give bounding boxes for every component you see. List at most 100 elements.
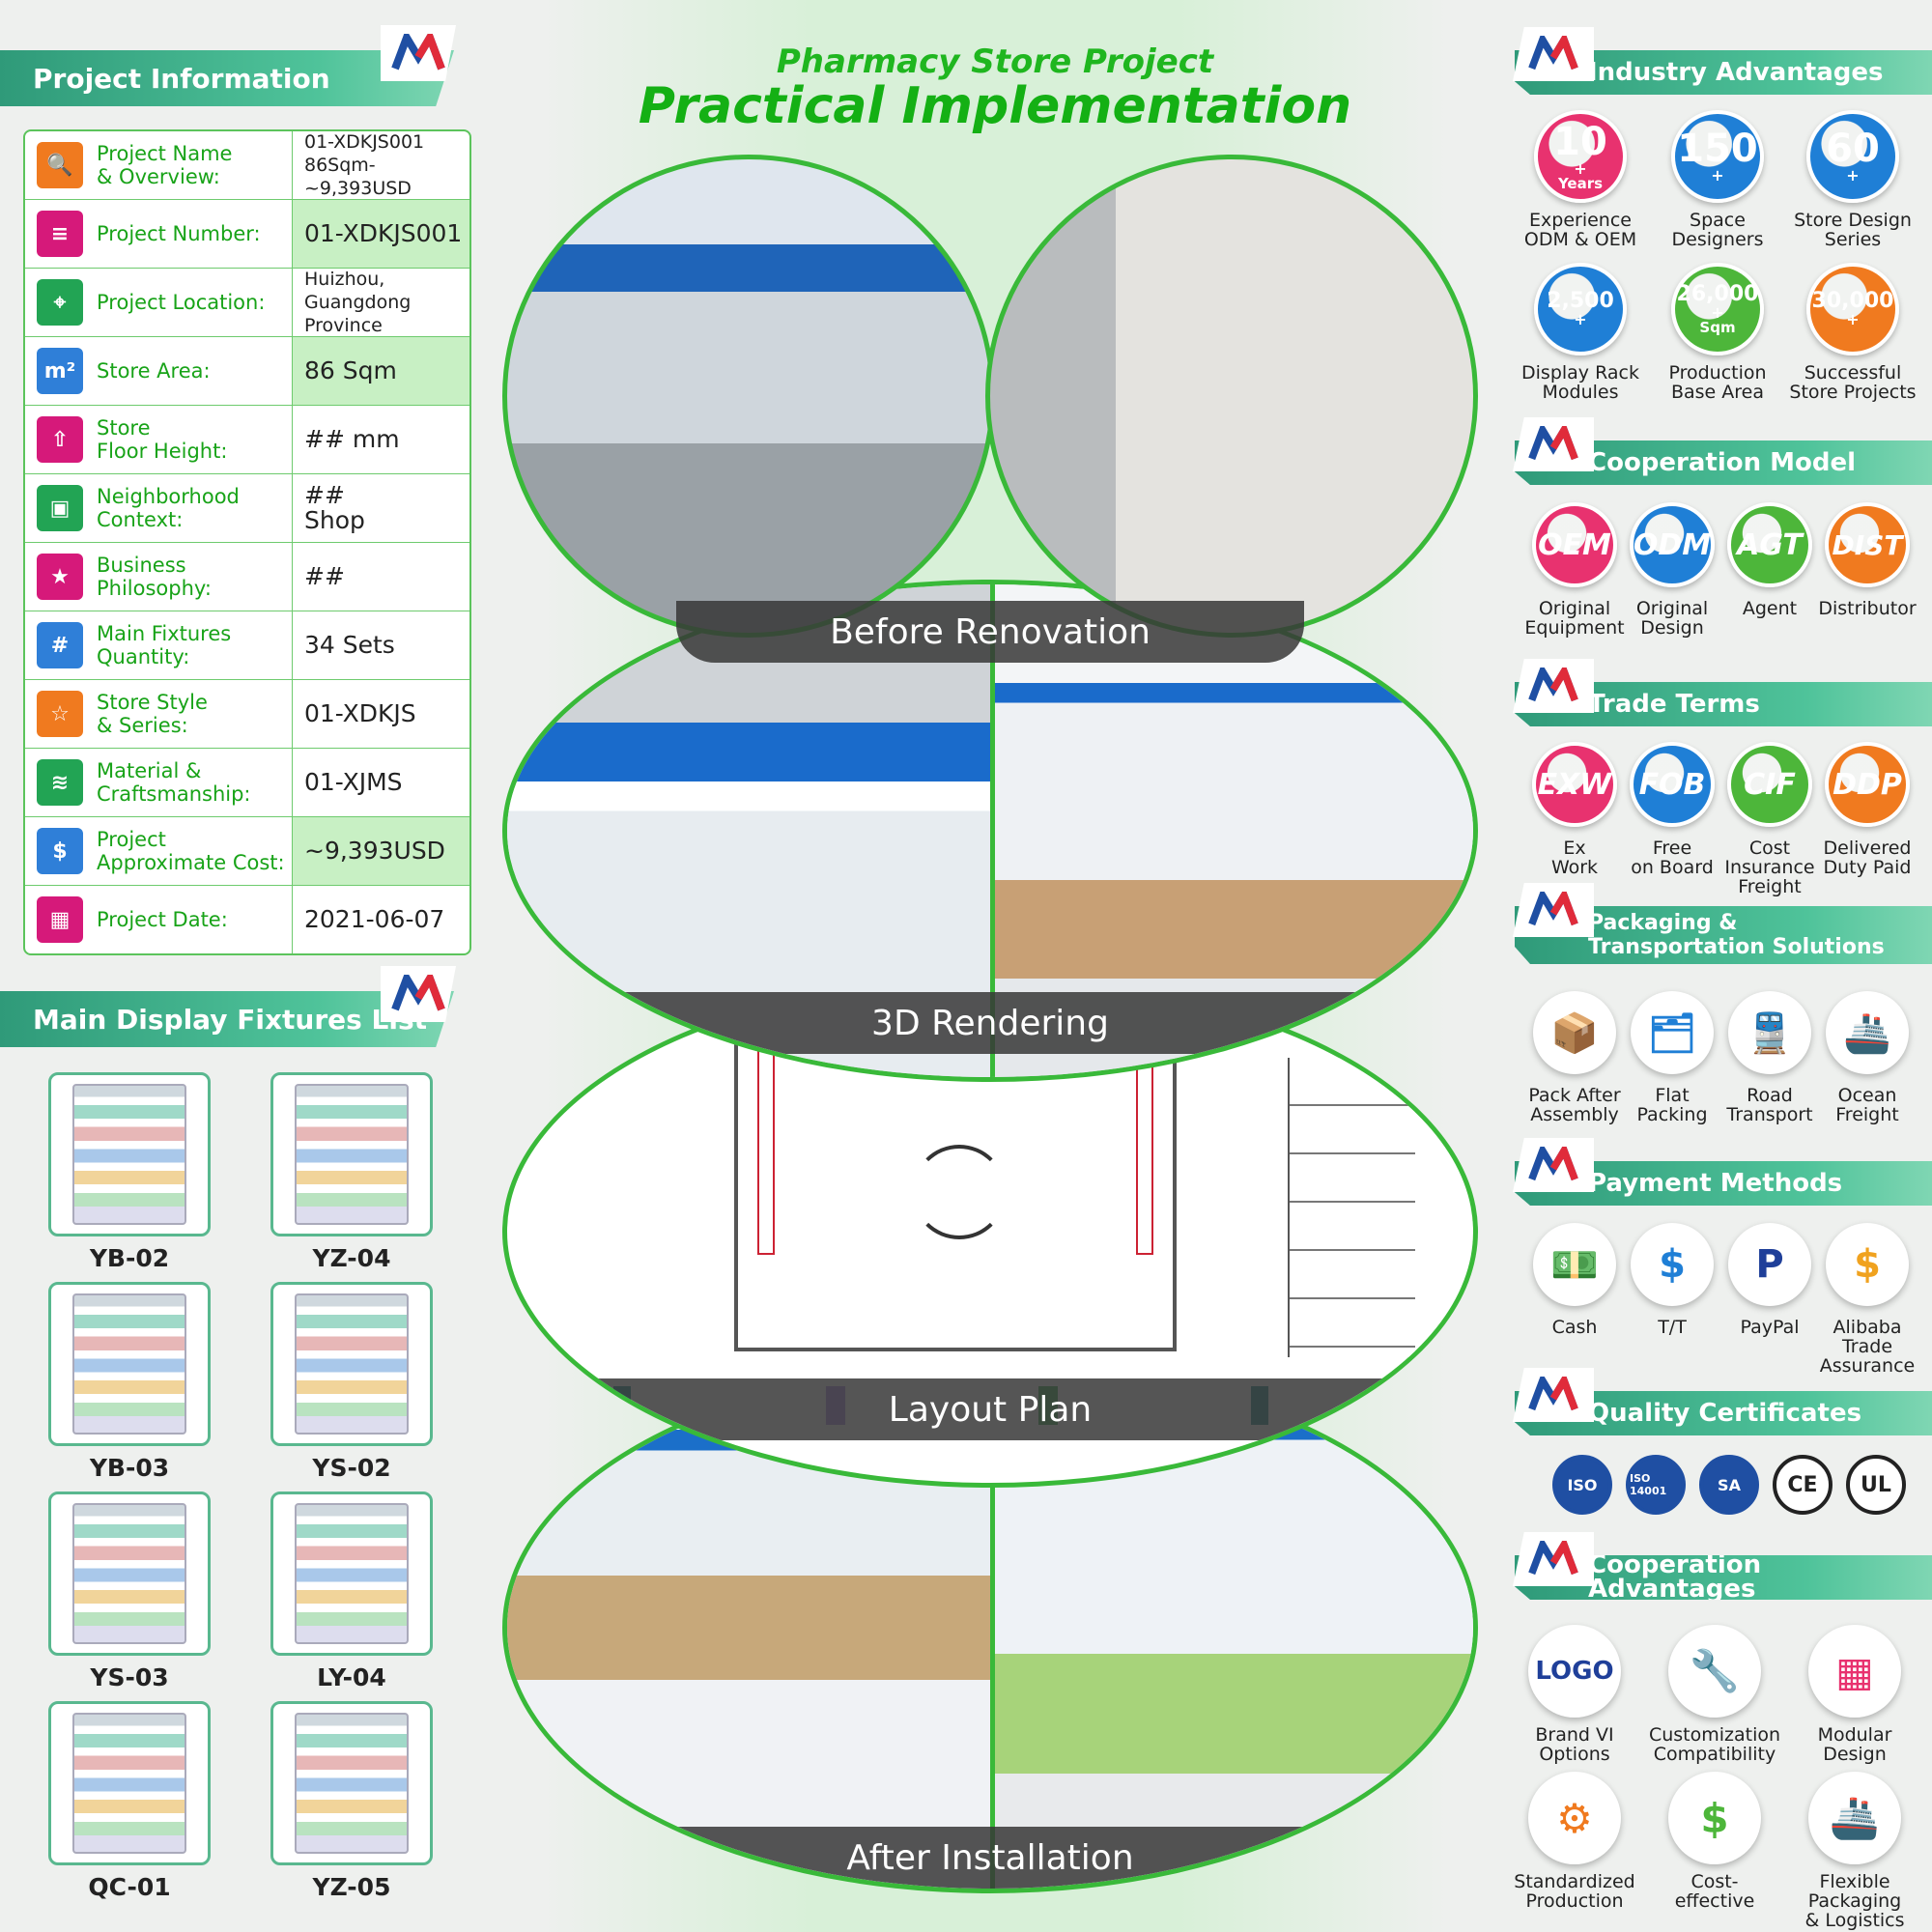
plus-sign: + [1846, 310, 1860, 328]
stat-value: 150 [1677, 127, 1758, 171]
info-value: 01-XDKJS001 [293, 200, 469, 268]
fixture-card[interactable] [48, 1072, 211, 1236]
tools-icon: 🔧 [1668, 1625, 1761, 1718]
section-title: Industry Advantages [1588, 57, 1884, 87]
fixture-image [295, 1084, 409, 1225]
info-label: Business Philosophy: [97, 554, 212, 600]
item-label: Original Design [1635, 598, 1709, 639]
info-label: Project Number: [97, 222, 261, 245]
item-label: Cost- effective [1674, 1871, 1755, 1912]
info-value: 01-XJMS [304, 768, 403, 796]
info-label: Project Name & Overview: [97, 142, 233, 188]
certificate-badge: ISO [1552, 1455, 1612, 1515]
fixture-code: YB-02 [89, 1244, 170, 1272]
fixture-code: YZ-04 [312, 1244, 391, 1272]
plus-sign: + [1711, 166, 1724, 185]
fixture-card[interactable] [48, 1701, 211, 1865]
fixture-card[interactable] [270, 1701, 433, 1865]
certificate-badge: CE [1773, 1455, 1833, 1515]
info-row: ★Business Philosophy:## [25, 543, 469, 611]
stat-value: 2,500 [1547, 289, 1614, 313]
logo-icon: LOGO [1528, 1625, 1621, 1718]
plus-sign: + [1574, 158, 1587, 178]
certificate-badge: UL [1846, 1455, 1906, 1515]
flat-pack-icon: 🗂 [1631, 991, 1714, 1074]
item-label: Flat Packing [1636, 1085, 1708, 1125]
info-label: Store Style & Series: [97, 691, 208, 737]
item-label: Space Designers [1671, 210, 1764, 250]
info-value: ## [304, 562, 345, 590]
stat-unit: Sqm [1699, 318, 1736, 336]
item-label: Flexible Packaging & Logistics [1804, 1871, 1905, 1931]
box-icon: 📦 [1533, 991, 1616, 1074]
stat-badge: 150+ [1671, 110, 1764, 203]
fixture-card[interactable] [270, 1282, 433, 1446]
ship-icon: 🚢 [1826, 991, 1909, 1074]
fixture-code: YZ-05 [312, 1873, 391, 1901]
item-label: Delivered Duty Paid [1823, 838, 1912, 878]
stage-caption: 3D Rendering [507, 992, 1473, 1054]
info-label: Store Area: [97, 359, 211, 383]
item-label: Standardized Production [1514, 1871, 1635, 1912]
info-label: Project Date: [97, 908, 228, 931]
project-info-table: 🔍 Project Name & Overview: 01-XDKJS001 86S… [23, 129, 471, 955]
info-row: $Project Approximate Cost:~9,393USD [25, 817, 469, 886]
page-title: Practical Implementation [638, 77, 1352, 135]
brand-logo-icon [1513, 27, 1594, 81]
plan-notes [1288, 1058, 1415, 1357]
info-row: #Main Fixtures Quantity:34 Sets [25, 611, 469, 680]
project-info-title: Project Information [33, 62, 330, 95]
info-key: ▦Project Date: [25, 886, 293, 953]
rendering-panel: 3D Rendering [502, 580, 1478, 1082]
layout-plan-panel: Layout Plan [502, 976, 1478, 1488]
item-label: Cash [1551, 1317, 1598, 1338]
qty-box-icon: # [37, 622, 83, 668]
plus-sign: + [1846, 166, 1860, 185]
before-left-photo [502, 155, 995, 638]
fixture-image [295, 1293, 409, 1435]
stat-badge: 60+ [1806, 110, 1899, 203]
fixture-card[interactable] [48, 1282, 211, 1446]
stat-unit: Years [1557, 174, 1604, 192]
fixture-image [72, 1503, 186, 1644]
code-badge: DDP [1825, 742, 1910, 827]
fixture-card[interactable] [270, 1072, 433, 1236]
item-label: T/T [1658, 1317, 1687, 1338]
info-label: Store Floor Height: [97, 416, 228, 463]
info-key: ▣Neighborhood Context: [25, 474, 293, 542]
info-value: 2021-06-07 [304, 905, 445, 933]
item-label: Brand VI Options [1535, 1724, 1614, 1765]
section-title: Payment Methods [1588, 1168, 1843, 1198]
info-value: 34 Sets [304, 631, 395, 659]
cash-icon: 💵 [1533, 1223, 1616, 1306]
layers-icon: ≋ [37, 759, 83, 806]
plus-sign: + [1711, 302, 1724, 322]
search-doc-icon: 🔍 [37, 142, 83, 188]
section-title: Cooperation Advantages [1588, 1550, 1762, 1604]
info-key: ⌖Project Location: [25, 269, 293, 336]
item-label: Production Base Area [1668, 362, 1767, 403]
brand-logo-icon [1513, 1532, 1594, 1586]
info-row: ☆Store Style & Series:01-XDKJS [25, 680, 469, 749]
item-label: Customization Compatibility [1648, 1724, 1781, 1765]
stat-value: 60 [1826, 127, 1880, 171]
info-label: Material & Craftsmanship: [97, 759, 251, 806]
info-value: 01-XDKJS001 86Sqm-~9,393USD [304, 131, 425, 199]
info-row: ≋ Material & Craftsmanship: 01-XJMS [25, 749, 469, 817]
brand-logo-icon [1513, 659, 1594, 713]
item-label: Alibaba Trade Assurance [1819, 1317, 1916, 1377]
item-label: Pack After Assembly [1528, 1085, 1621, 1125]
info-key: ⇧Store Floor Height: [25, 406, 293, 473]
certificate-badge: SA [1699, 1455, 1759, 1515]
certificate-badge: ISO 14001 [1626, 1455, 1686, 1515]
fixture-card[interactable] [48, 1492, 211, 1656]
info-key: ☆Store Style & Series: [25, 680, 293, 748]
fixture-card[interactable] [270, 1492, 433, 1656]
info-value: ## mm [304, 425, 400, 453]
item-label: Ocean Freight [1835, 1085, 1899, 1125]
section-title: Cooperation Model [1588, 447, 1857, 477]
info-key: $Project Approximate Cost: [25, 817, 293, 885]
item-label: Ex Work [1550, 838, 1599, 878]
info-key: 🔍 Project Name & Overview: [25, 131, 293, 199]
fixtures-title: Main Display Fixtures List [33, 1003, 428, 1036]
